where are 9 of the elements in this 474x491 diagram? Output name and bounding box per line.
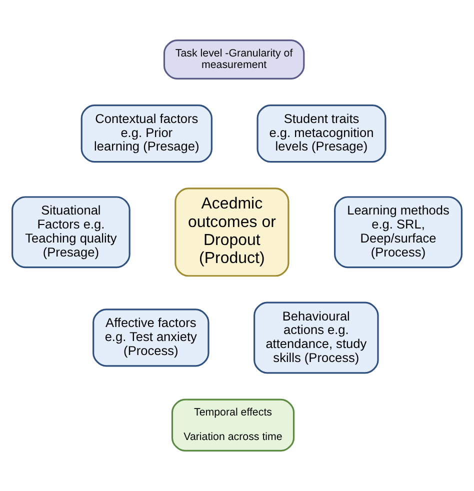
node-box: Temporal effects Variation across time xyxy=(171,398,295,452)
node-box: Behavioural actions e.g. attendance, study skills (Process) xyxy=(254,302,379,374)
node-box: Contextual factors e.g. Prior learning (Presage) xyxy=(80,104,212,163)
node-box: Task level -Granularity of measurement xyxy=(163,39,305,80)
node-box: Acedmic outcomes or Dropout (Product) xyxy=(174,188,290,277)
node-box: Situational Factors e.g. Teaching quality (Presage) xyxy=(12,196,130,268)
node-box: Student traits e.g. metacognition levels (Presage) xyxy=(256,104,386,163)
node-box: Learning methods e.g. SRL, Deep/surface (Process) xyxy=(334,196,462,268)
node-box: Affective factors e.g. Test anxiety (Process) xyxy=(92,308,210,367)
